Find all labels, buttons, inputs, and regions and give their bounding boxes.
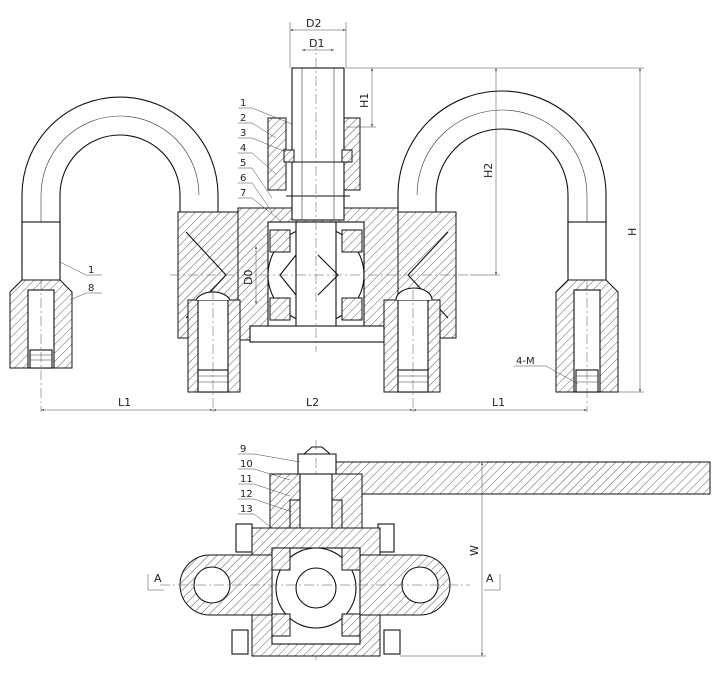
dim-h2: H2 bbox=[482, 163, 495, 178]
valve-body bbox=[177, 207, 457, 393]
callout-5: 5 bbox=[240, 158, 246, 169]
callout-left-1: 1 bbox=[88, 265, 94, 276]
dim-d0: D0 bbox=[242, 270, 255, 285]
dim-l1-left: L1 bbox=[118, 396, 131, 409]
dim-l2: L2 bbox=[306, 396, 319, 409]
callout-6: 6 bbox=[240, 173, 246, 184]
dim-w: W bbox=[468, 545, 481, 556]
dim-h: H bbox=[626, 228, 639, 236]
callout-10: 10 bbox=[240, 459, 253, 470]
dim-h1: H1 bbox=[358, 93, 371, 108]
callout-9: 9 bbox=[240, 444, 246, 455]
callout-7: 7 bbox=[240, 188, 246, 199]
callout-13: 13 bbox=[240, 504, 253, 515]
front-view: D2 D1 H1 H2 H D0 L1 L2 L1 1 2 3 bbox=[9, 17, 644, 412]
callout-left-8: 8 bbox=[88, 283, 94, 294]
callout-3: 3 bbox=[240, 128, 246, 139]
dim-d2: D2 bbox=[306, 17, 321, 30]
section-callouts: 9 10 11 12 13 bbox=[238, 444, 301, 529]
callout-12: 12 bbox=[240, 489, 253, 500]
top-connection bbox=[267, 67, 361, 221]
callout-2: 2 bbox=[240, 113, 246, 124]
section-mark-right: A bbox=[486, 572, 494, 585]
callout-11: 11 bbox=[240, 474, 253, 485]
dim-l1-right: L1 bbox=[492, 396, 505, 409]
callout-4: 4 bbox=[240, 143, 246, 154]
section-mark-left: A bbox=[154, 572, 162, 585]
callout-1: 1 bbox=[240, 98, 246, 109]
section-view: W A A 9 10 11 12 13 bbox=[147, 440, 711, 660]
callout-thread: 4-M bbox=[516, 356, 535, 367]
dim-d1: D1 bbox=[309, 37, 324, 50]
front-callouts: 1 2 3 4 5 6 7 bbox=[238, 98, 293, 223]
